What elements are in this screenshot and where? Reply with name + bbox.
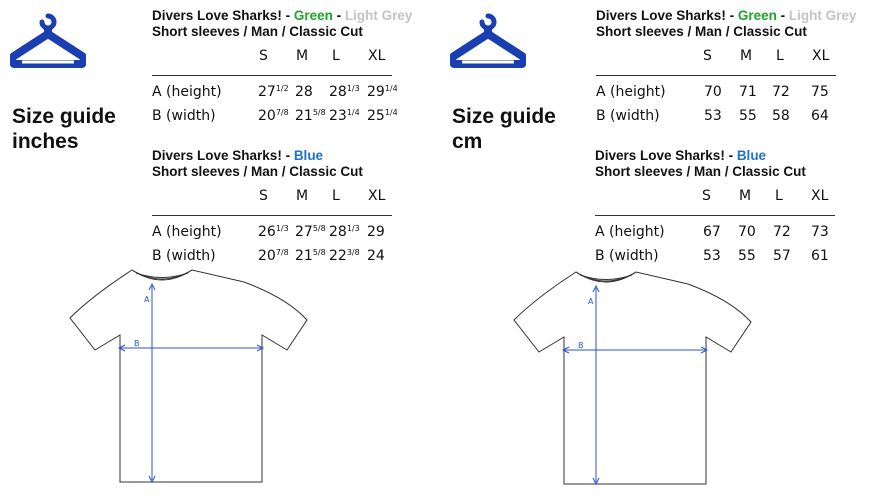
size-l: L [775, 188, 783, 204]
row-label-a: A (height) [596, 84, 666, 100]
val: 67 [703, 224, 721, 240]
val: 55 [739, 108, 757, 124]
row-label-b: B (width) [152, 108, 216, 124]
divider [152, 215, 392, 216]
val: 72 [773, 224, 791, 240]
size-s: S [259, 48, 268, 64]
val: 61 [811, 248, 829, 264]
size-table-blue: Divers Love Sharks! - Blue Short sleeves… [152, 148, 392, 270]
diagram-label-b: B [134, 339, 140, 348]
val: 64 [811, 108, 829, 124]
cut-subtitle: Short sleeves / Man / Classic Cut [596, 24, 807, 39]
divider [596, 75, 836, 76]
row-width: B (width) 53 55 57 61 [595, 248, 829, 270]
hanger-icon [450, 13, 526, 68]
row-label-b: B (width) [152, 248, 216, 264]
val: 207/8 [258, 108, 289, 124]
val: 223/8 [329, 248, 360, 264]
size-xl: XL [812, 48, 830, 64]
product-title: Divers Love Sharks! - Green - Light Grey [596, 8, 857, 23]
size-s: S [702, 188, 711, 204]
size-guide-inches: Size guide inches Divers Love Sharks! - … [10, 8, 412, 484]
val: 73 [811, 224, 829, 240]
diagram-label-b: B [578, 341, 584, 350]
val: 72 [772, 84, 790, 100]
val: 215/8 [295, 108, 326, 124]
size-header-row: S M L XL [595, 184, 828, 208]
product-title: Divers Love Sharks! - Blue [595, 148, 767, 163]
size-m: M [296, 48, 309, 64]
size-guide-cm: Size guide cm Divers Love Sharks! - Gree… [440, 0, 879, 498]
val: 207/8 [258, 248, 289, 264]
val: 251/4 [367, 108, 398, 124]
val: 281/3 [329, 84, 360, 100]
product-title: Divers Love Sharks! - Blue [152, 148, 324, 163]
size-l: L [332, 188, 340, 204]
divider [152, 75, 392, 76]
row-label-a: A (height) [152, 224, 222, 240]
val: 261/3 [258, 224, 289, 240]
val: 71 [739, 84, 757, 100]
page-title: Size guide inches [12, 105, 116, 153]
size-m: M [296, 188, 309, 204]
product-title: Divers Love Sharks! - Green - Light Grey [152, 8, 413, 23]
size-m: M [739, 188, 752, 204]
size-xl: XL [368, 188, 386, 204]
row-width: B (width) 207/8 215/8 231/4 251/4 [152, 108, 412, 130]
val: 291/4 [367, 84, 398, 100]
cut-subtitle: Short sleeves / Man / Classic Cut [152, 164, 363, 179]
row-width: B (width) 207/8 215/8 223/8 24 [152, 248, 385, 270]
divider [595, 215, 835, 216]
hanger-icon [10, 13, 86, 68]
size-header-row: S M L XL [596, 44, 856, 68]
row-height: A (height) 70 71 72 75 [596, 84, 856, 106]
size-s: S [259, 188, 268, 204]
val: 231/4 [329, 108, 360, 124]
size-m: M [740, 48, 753, 64]
val: 55 [738, 248, 756, 264]
val: 275/8 [295, 224, 326, 240]
size-l: L [776, 48, 784, 64]
val: 75 [811, 84, 829, 100]
val: 271/2 [258, 84, 289, 100]
cut-subtitle: Short sleeves / Man / Classic Cut [152, 24, 363, 39]
row-label-a: A (height) [152, 84, 222, 100]
row-label-b: B (width) [595, 248, 659, 264]
size-header-row: S M L XL [152, 44, 412, 68]
page-title: Size guide cm [452, 105, 556, 153]
val: 281/3 [329, 224, 360, 240]
val: 24 [367, 248, 385, 264]
val: 70 [738, 224, 756, 240]
size-xl: XL [811, 188, 829, 204]
row-label-a: A (height) [595, 224, 665, 240]
size-header-row: S M L XL [152, 184, 385, 208]
row-height: A (height) 67 70 72 73 [595, 224, 829, 246]
size-xl: XL [368, 48, 386, 64]
size-table-blue: Divers Love Sharks! - Blue Short sleeves… [595, 148, 835, 270]
val: 70 [704, 84, 722, 100]
tshirt-diagram: A B [69, 269, 308, 484]
row-label-b: B (width) [596, 108, 660, 124]
cut-subtitle: Short sleeves / Man / Classic Cut [595, 164, 806, 179]
row-height: A (height) 271/2 28 281/3 291/4 [152, 84, 412, 106]
diagram-label-a: A [588, 297, 594, 306]
val: 57 [773, 248, 791, 264]
size-l: L [332, 48, 340, 64]
val: 28 [295, 84, 313, 100]
diagram-label-a: A [144, 295, 150, 304]
row-width: B (width) 53 55 58 64 [596, 108, 856, 130]
row-height: A (height) 261/3 275/8 281/3 29 [152, 224, 385, 246]
val: 53 [704, 108, 722, 124]
val: 215/8 [295, 248, 326, 264]
val: 29 [367, 224, 385, 240]
size-table-green-grey: Divers Love Sharks! - Green - Light Grey… [152, 8, 412, 130]
val: 58 [772, 108, 790, 124]
size-s: S [703, 48, 712, 64]
val: 53 [703, 248, 721, 264]
tshirt-diagram: A B [513, 271, 752, 486]
size-table-green-grey: Divers Love Sharks! - Green - Light Grey… [596, 8, 856, 130]
